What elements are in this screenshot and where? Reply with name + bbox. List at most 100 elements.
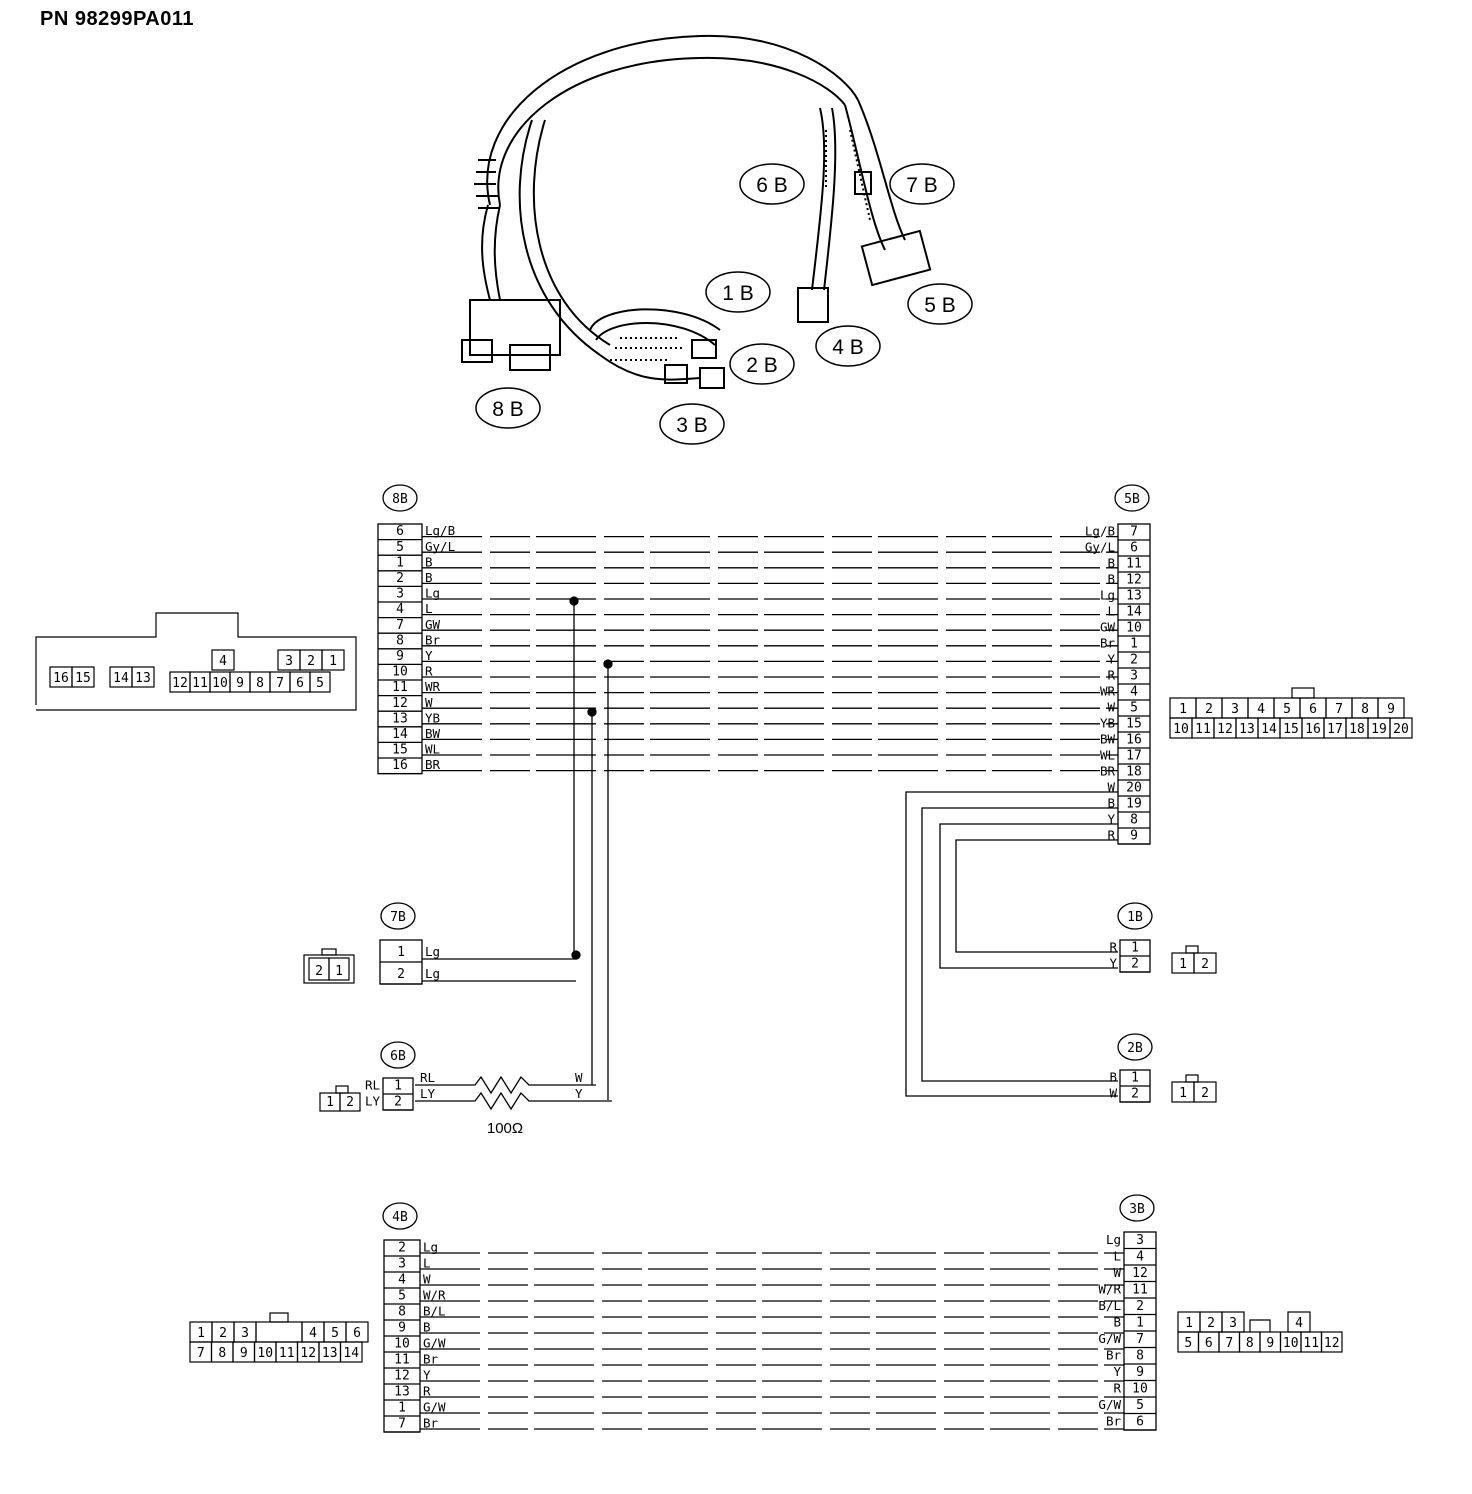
c7B-wire-label: Lg [425, 966, 440, 981]
c8B-wire-label: Lg/B [425, 523, 455, 538]
c5B-pin-4: 4 [1130, 685, 1138, 700]
c4B-face-pin-12: 12 [300, 1346, 316, 1361]
c2B-wire-label: B [1109, 1070, 1117, 1085]
c8B-wire-label: R [425, 664, 433, 679]
callout-6B: 6 B [756, 174, 788, 197]
c5B-face-pin-2: 2 [1205, 702, 1213, 717]
c1B-face-cell [1193, 952, 1217, 974]
c5B-face-pin-8: 8 [1361, 702, 1369, 717]
c5B-pin-13: 13 [1126, 589, 1142, 604]
c3B-wire-label: Lg [1106, 1232, 1121, 1247]
c4B-pin-1: 1 [398, 1401, 406, 1416]
c8B-wire-label: Gy/L [425, 539, 455, 554]
tag-8B-oval [382, 484, 418, 512]
c6B-far-wire-label: Y [575, 1086, 583, 1101]
c8B-pin-3: 3 [396, 587, 404, 602]
c4B-pin-10: 10 [394, 1337, 410, 1352]
c8B-face-cell [71, 666, 95, 688]
c8B-face-cell [309, 671, 331, 693]
c5B-wire-label: BW [1100, 732, 1116, 747]
c4B-face-pin-13: 13 [322, 1346, 338, 1361]
c1B-face-pin-1: 1 [1179, 957, 1187, 972]
c8B-pin-16: 16 [392, 758, 408, 773]
c4B-wire-label: G/W [423, 1336, 446, 1351]
c2B-face-pin-2: 2 [1201, 1086, 1209, 1101]
c4B-face-pin-11: 11 [279, 1346, 295, 1361]
c3B-face-pin-11: 11 [1303, 1336, 1319, 1351]
c3B-face-pin-6: 6 [1205, 1336, 1213, 1351]
c4B-face-pin-5: 5 [331, 1326, 339, 1341]
c4B-wire-label: L [423, 1256, 431, 1271]
c8B-pin-8: 8 [396, 633, 404, 648]
c3B-pin-4: 4 [1136, 1249, 1144, 1264]
c8B-face-pin-8: 8 [256, 676, 264, 691]
c1B-face-pin-2: 2 [1201, 957, 1209, 972]
tag-8B: 8B [392, 492, 408, 507]
c5B-face-key [1291, 687, 1315, 699]
c3B-pin-9: 9 [1136, 1365, 1144, 1380]
tag-1B-oval [1117, 902, 1153, 930]
callout-5B: 5 B [924, 294, 956, 317]
c5B-pin-16: 16 [1126, 733, 1142, 748]
c2B-pin-1: 1 [1131, 1071, 1139, 1086]
c3B-pin-1: 1 [1136, 1315, 1144, 1330]
c7B-face-pin-1: 1 [335, 964, 343, 979]
c8B-face-cell [211, 649, 235, 671]
c4B-face-pin-8: 8 [218, 1346, 226, 1361]
c3B-face-pin-8: 8 [1246, 1336, 1254, 1351]
c2B-face-cell [1193, 1081, 1217, 1103]
c6B-face-cell [339, 1092, 361, 1112]
callout-6B-oval [739, 163, 805, 205]
c7B-face-pin-2: 2 [315, 964, 323, 979]
c4B-wire-label: W/R [423, 1288, 446, 1303]
c6B-wire-label: LY [420, 1086, 436, 1101]
c6B-wire-label: RL [420, 1070, 435, 1085]
c4B-face-pin-7: 7 [197, 1346, 205, 1361]
c4B-wire-label: Lg [423, 1240, 438, 1255]
c5B-face-pin-17: 17 [1327, 722, 1343, 737]
wire-5B-8-to-1B [939, 823, 1118, 969]
callout-1B-oval [705, 271, 771, 313]
c8B-wire-label: W [425, 695, 433, 710]
c4B-face-pin-1: 1 [197, 1326, 205, 1341]
c5B-face-pin-3: 3 [1231, 702, 1239, 717]
c5B-wire-label: R [1107, 828, 1115, 843]
c4B-wire-label: Y [423, 1368, 431, 1383]
c3B-wire-label: B/L [1098, 1298, 1121, 1313]
c5B-pin-2: 2 [1130, 653, 1138, 668]
c4B-face-cell [339, 1341, 363, 1363]
c6B-wire-label: LY [365, 1094, 381, 1109]
c8B-face-outline [35, 612, 357, 711]
c5B-wire-label: Lg/B [1085, 524, 1115, 539]
c3B-wire-label: G/W [1098, 1331, 1121, 1346]
c4B-wire-label: W [423, 1272, 431, 1287]
c4B-face-pin-4: 4 [309, 1326, 317, 1341]
wires [415, 535, 1124, 1430]
c3B-face-pin-3: 3 [1229, 1316, 1237, 1331]
c8B-pin-14: 14 [392, 727, 408, 742]
c5B-pin-7: 7 [1130, 525, 1138, 540]
c4B-face-pin-3: 3 [241, 1326, 249, 1341]
c5B-pin-11: 11 [1126, 557, 1142, 572]
callout-5B-oval [907, 283, 973, 325]
c5B-face-pin-16: 16 [1305, 722, 1321, 737]
c3B-pin-7: 7 [1136, 1332, 1144, 1347]
c4B-pin-2: 2 [398, 1241, 406, 1256]
c8B-face-pin-6: 6 [296, 676, 304, 691]
c5B-pin-1: 1 [1130, 637, 1138, 652]
harness-callout-texts: 6 B 7 B 1 B 5 B 2 B 4 B 8 B 3 B [492, 174, 956, 437]
c5B-pin-9: 9 [1130, 829, 1138, 844]
c8B-face-pin-14: 14 [113, 671, 129, 686]
c8B-face-pin-7: 7 [276, 676, 284, 691]
c5B-wire-label: BR [1100, 764, 1116, 779]
c5B-pin-20: 20 [1126, 781, 1142, 796]
c4B-wire-label: G/W [423, 1400, 446, 1415]
c4B-face-x-line [256, 1322, 302, 1342]
c5B-pin-12: 12 [1126, 573, 1142, 588]
c5B-wire-label: Y [1107, 652, 1115, 667]
c4B-pin-9: 9 [398, 1321, 406, 1336]
c8B-face-pin-10: 10 [212, 676, 228, 691]
c8B-pin-4: 4 [396, 602, 404, 617]
c3B-pin-10: 10 [1132, 1381, 1148, 1396]
c8B-pin-10: 10 [392, 665, 408, 680]
